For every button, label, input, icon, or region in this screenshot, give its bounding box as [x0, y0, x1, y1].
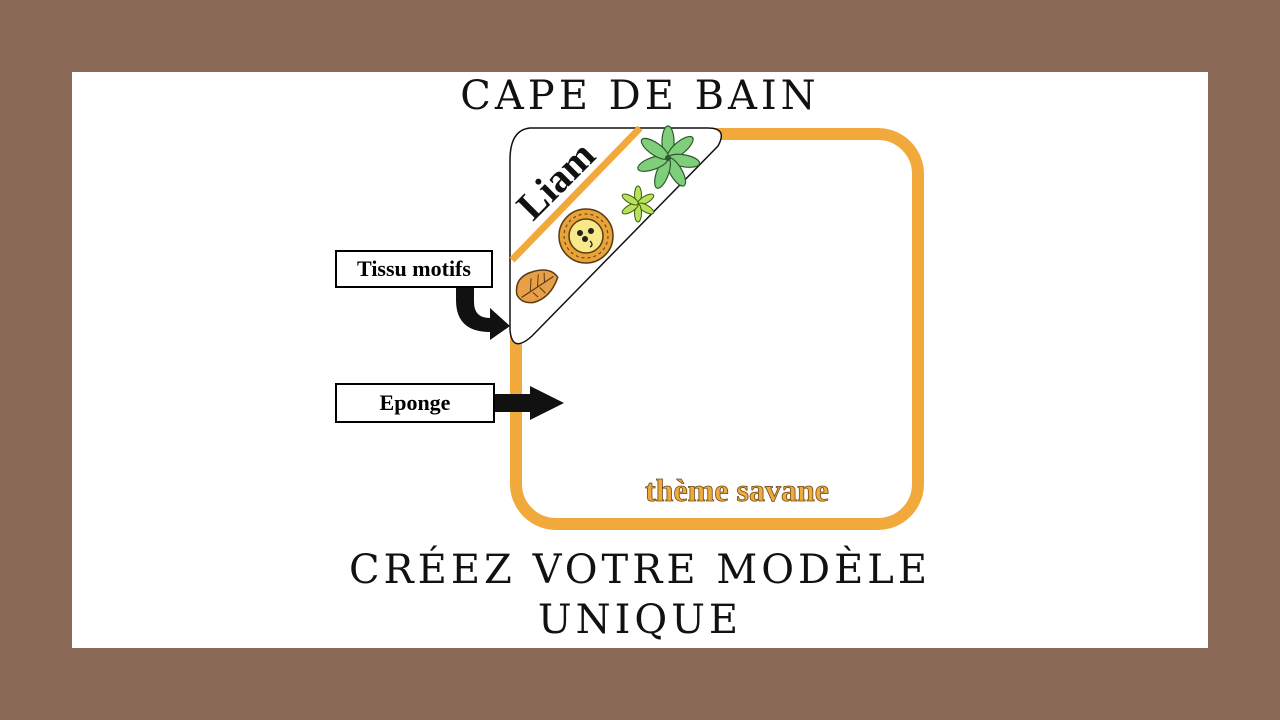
hood-triangle	[509, 127, 723, 345]
lion-icon	[558, 208, 614, 264]
theme-label: thème savane	[645, 472, 830, 509]
call-to-action: CRÉEZ VOTRE MODÈLE UNIQUE	[0, 545, 1280, 645]
palm-leaf-icon	[637, 125, 701, 189]
sponge-callout: Eponge	[335, 383, 495, 423]
hood-stripe	[509, 125, 643, 263]
cta-line-1: CRÉEZ VOTRE MODÈLE	[348, 547, 932, 593]
brown-leaf-icon	[515, 269, 559, 304]
arrow-icon	[494, 386, 564, 420]
small-leaf-icon	[621, 185, 655, 223]
cta-line-2: UNIQUE	[537, 597, 743, 643]
fabric-label: Tissu motifs	[357, 256, 471, 281]
fabric-callout: Tissu motifs	[335, 250, 493, 288]
sponge-label: Eponge	[379, 390, 451, 415]
page-title: CAPE DE BAIN	[460, 73, 820, 119]
arrow-icon	[456, 286, 510, 340]
